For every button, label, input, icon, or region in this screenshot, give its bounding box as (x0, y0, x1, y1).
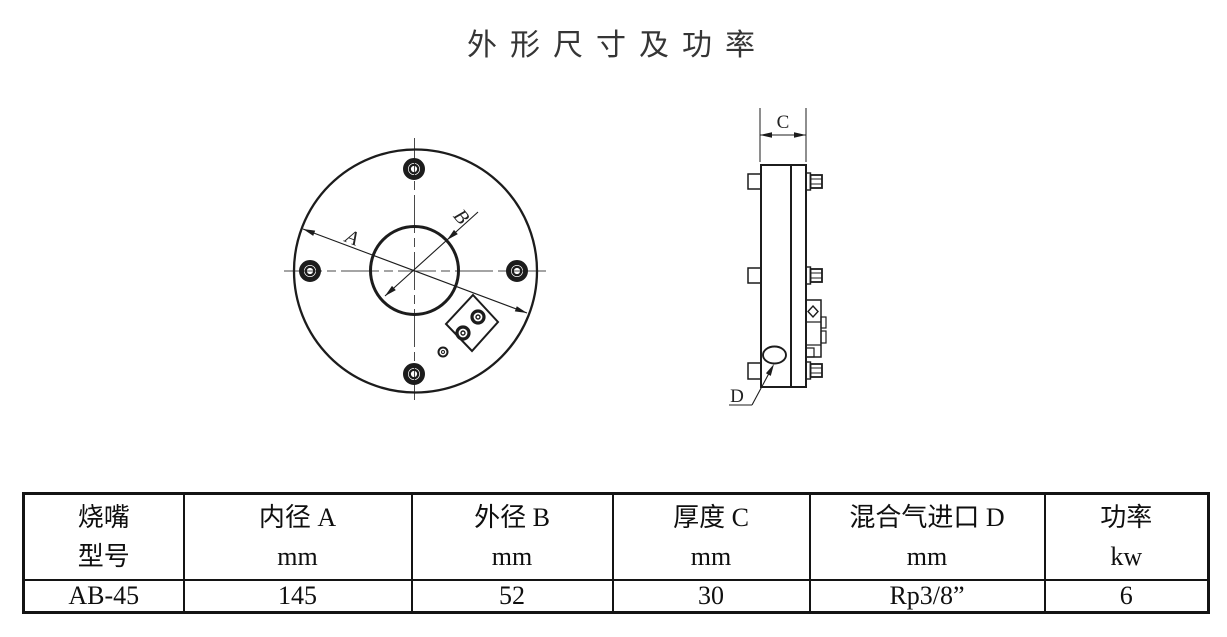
left-tab (747, 173, 762, 190)
header-line: mm (690, 542, 732, 571)
page-title: 外形尺寸及功率 (467, 29, 768, 62)
arrowhead (794, 132, 806, 138)
header-line: 混合气进口 D (849, 503, 1005, 532)
cell-inner-diameter-a: 145 (182, 579, 413, 614)
inlet-bracket (805, 299, 827, 358)
data-row: AB-45 145 52 30 Rp3/8” 6 (22, 579, 1210, 614)
header-row: 烧嘴 型号 内径 A mm 外径 B mm 厚度 C mm 混合气进口 D (22, 492, 1210, 581)
arrowhead (765, 364, 774, 376)
header-line: 内径 A (258, 503, 337, 532)
ignition-boss-square (444, 293, 500, 353)
col-header-inner-diameter-a: 内径 A mm (182, 492, 413, 581)
outer-flange-circle (292, 148, 539, 394)
header-line: 厚度 C (673, 503, 749, 532)
header-line: mm (491, 542, 533, 571)
burner-body (760, 164, 807, 388)
small-port (437, 346, 449, 358)
cell-model: AB-45 (22, 579, 185, 614)
side-bolt (805, 266, 823, 285)
ignition-port (455, 325, 471, 341)
arrowhead (447, 229, 458, 240)
dim-label-a: A (340, 225, 362, 251)
col-header-outer-diameter-b: 外径 B mm (410, 492, 614, 581)
technical-drawing: A B C (284, 108, 827, 407)
col-header-gas-inlet-d: 混合气进口 D mm (808, 492, 1046, 581)
dimension-c: C (759, 108, 807, 162)
ignition-port (470, 309, 486, 325)
bolt-hole (403, 158, 425, 180)
header-line: mm (277, 542, 318, 571)
header-line: 型号 (77, 542, 130, 571)
header-line: 功率 (1100, 503, 1153, 532)
bolt-hole (403, 363, 425, 385)
dimension-b: B (384, 205, 479, 297)
front-view: A B (284, 138, 546, 400)
arrowhead (385, 285, 396, 296)
cell-gas-inlet-d: Rp3/8” (808, 579, 1046, 614)
header-line: 外径 B (474, 503, 550, 532)
header-line: 烧嘴 (77, 503, 130, 532)
side-bolt (805, 172, 823, 191)
cell-power-kw: 6 (1043, 579, 1210, 614)
dimension-d: D (729, 364, 774, 407)
cell-outer-diameter-b: 52 (410, 579, 614, 614)
header-line: kw (1110, 542, 1143, 571)
valve-diamond (807, 304, 819, 319)
arrowhead (760, 132, 772, 138)
spec-table: 烧嘴 型号 内径 A mm 外径 B mm 厚度 C mm 混合气进口 D (22, 492, 1210, 614)
inner-bore-circle (369, 225, 460, 316)
left-tab (747, 362, 762, 380)
side-view: C (729, 108, 827, 407)
bolt-hole (506, 260, 528, 282)
cell-thickness-c: 30 (611, 579, 811, 614)
col-header-power: 功率 kw (1043, 492, 1210, 581)
col-header-model: 烧嘴 型号 (22, 492, 185, 581)
arrowhead (303, 229, 316, 236)
header-line: mm (906, 542, 948, 571)
bolt-hole (299, 260, 321, 282)
arrowhead (514, 306, 527, 313)
col-header-thickness-c: 厚度 C mm (611, 492, 811, 581)
side-bolt (805, 361, 823, 380)
dim-label-d: D (730, 386, 744, 407)
gas-inlet-ellipse (762, 345, 787, 365)
dim-label-c: C (777, 112, 790, 133)
left-tab (747, 267, 762, 284)
dim-label-b: B (449, 205, 474, 229)
